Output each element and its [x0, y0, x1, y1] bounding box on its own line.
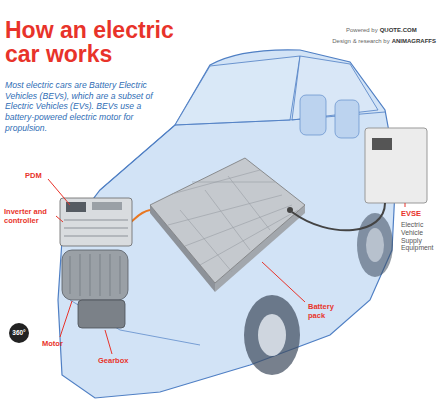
credit-text: Powered by — [346, 27, 378, 33]
inverter-box — [60, 198, 132, 246]
charging-cable — [292, 203, 385, 230]
charge-port — [287, 207, 293, 213]
credit-brand: QUOTE.COM — [380, 27, 417, 33]
inverter-fins — [64, 220, 128, 236]
leader-line — [48, 179, 70, 205]
seat — [335, 100, 359, 138]
wheel-hub — [366, 228, 384, 262]
part-description: Electric Vehicle Supply Equipment — [401, 221, 436, 252]
evse-display — [372, 138, 392, 150]
motor-ribs — [70, 254, 120, 296]
title: How an electric car works — [5, 18, 190, 66]
component — [92, 202, 122, 210]
intro-text: Most electric cars are Battery Electric … — [5, 80, 167, 134]
wheel-hub — [258, 314, 286, 356]
leader-line — [405, 203, 406, 207]
hv-cable — [131, 210, 150, 222]
leader-line — [105, 330, 112, 354]
icon-label: 360° — [7, 329, 31, 336]
part-label: Battery pack — [308, 303, 350, 320]
leader-line — [56, 216, 63, 222]
seat — [300, 95, 326, 135]
wheel — [244, 295, 300, 375]
part-label: PDM — [25, 172, 65, 181]
part-label: EVSE — [401, 210, 436, 219]
part-label: Gearbox — [98, 357, 148, 366]
credit-line: Powered byQUOTE.COM — [346, 27, 417, 33]
credit-text: Design & research by — [332, 38, 389, 44]
leader-line — [60, 301, 72, 337]
battery-cells — [168, 170, 298, 272]
credit-line: Design & research byANIMAGRAFFS — [332, 38, 436, 44]
battery-pack — [150, 158, 305, 283]
gearbox — [78, 300, 125, 328]
windshield — [175, 56, 300, 125]
part-label: Inverter and controller — [4, 208, 56, 225]
leader-line — [262, 262, 305, 302]
credit-brand: ANIMAGRAFFS — [392, 38, 436, 44]
bumper-line — [70, 300, 200, 345]
motor — [62, 250, 128, 300]
part-label: Motor — [42, 340, 82, 349]
evse-unit — [365, 128, 427, 203]
